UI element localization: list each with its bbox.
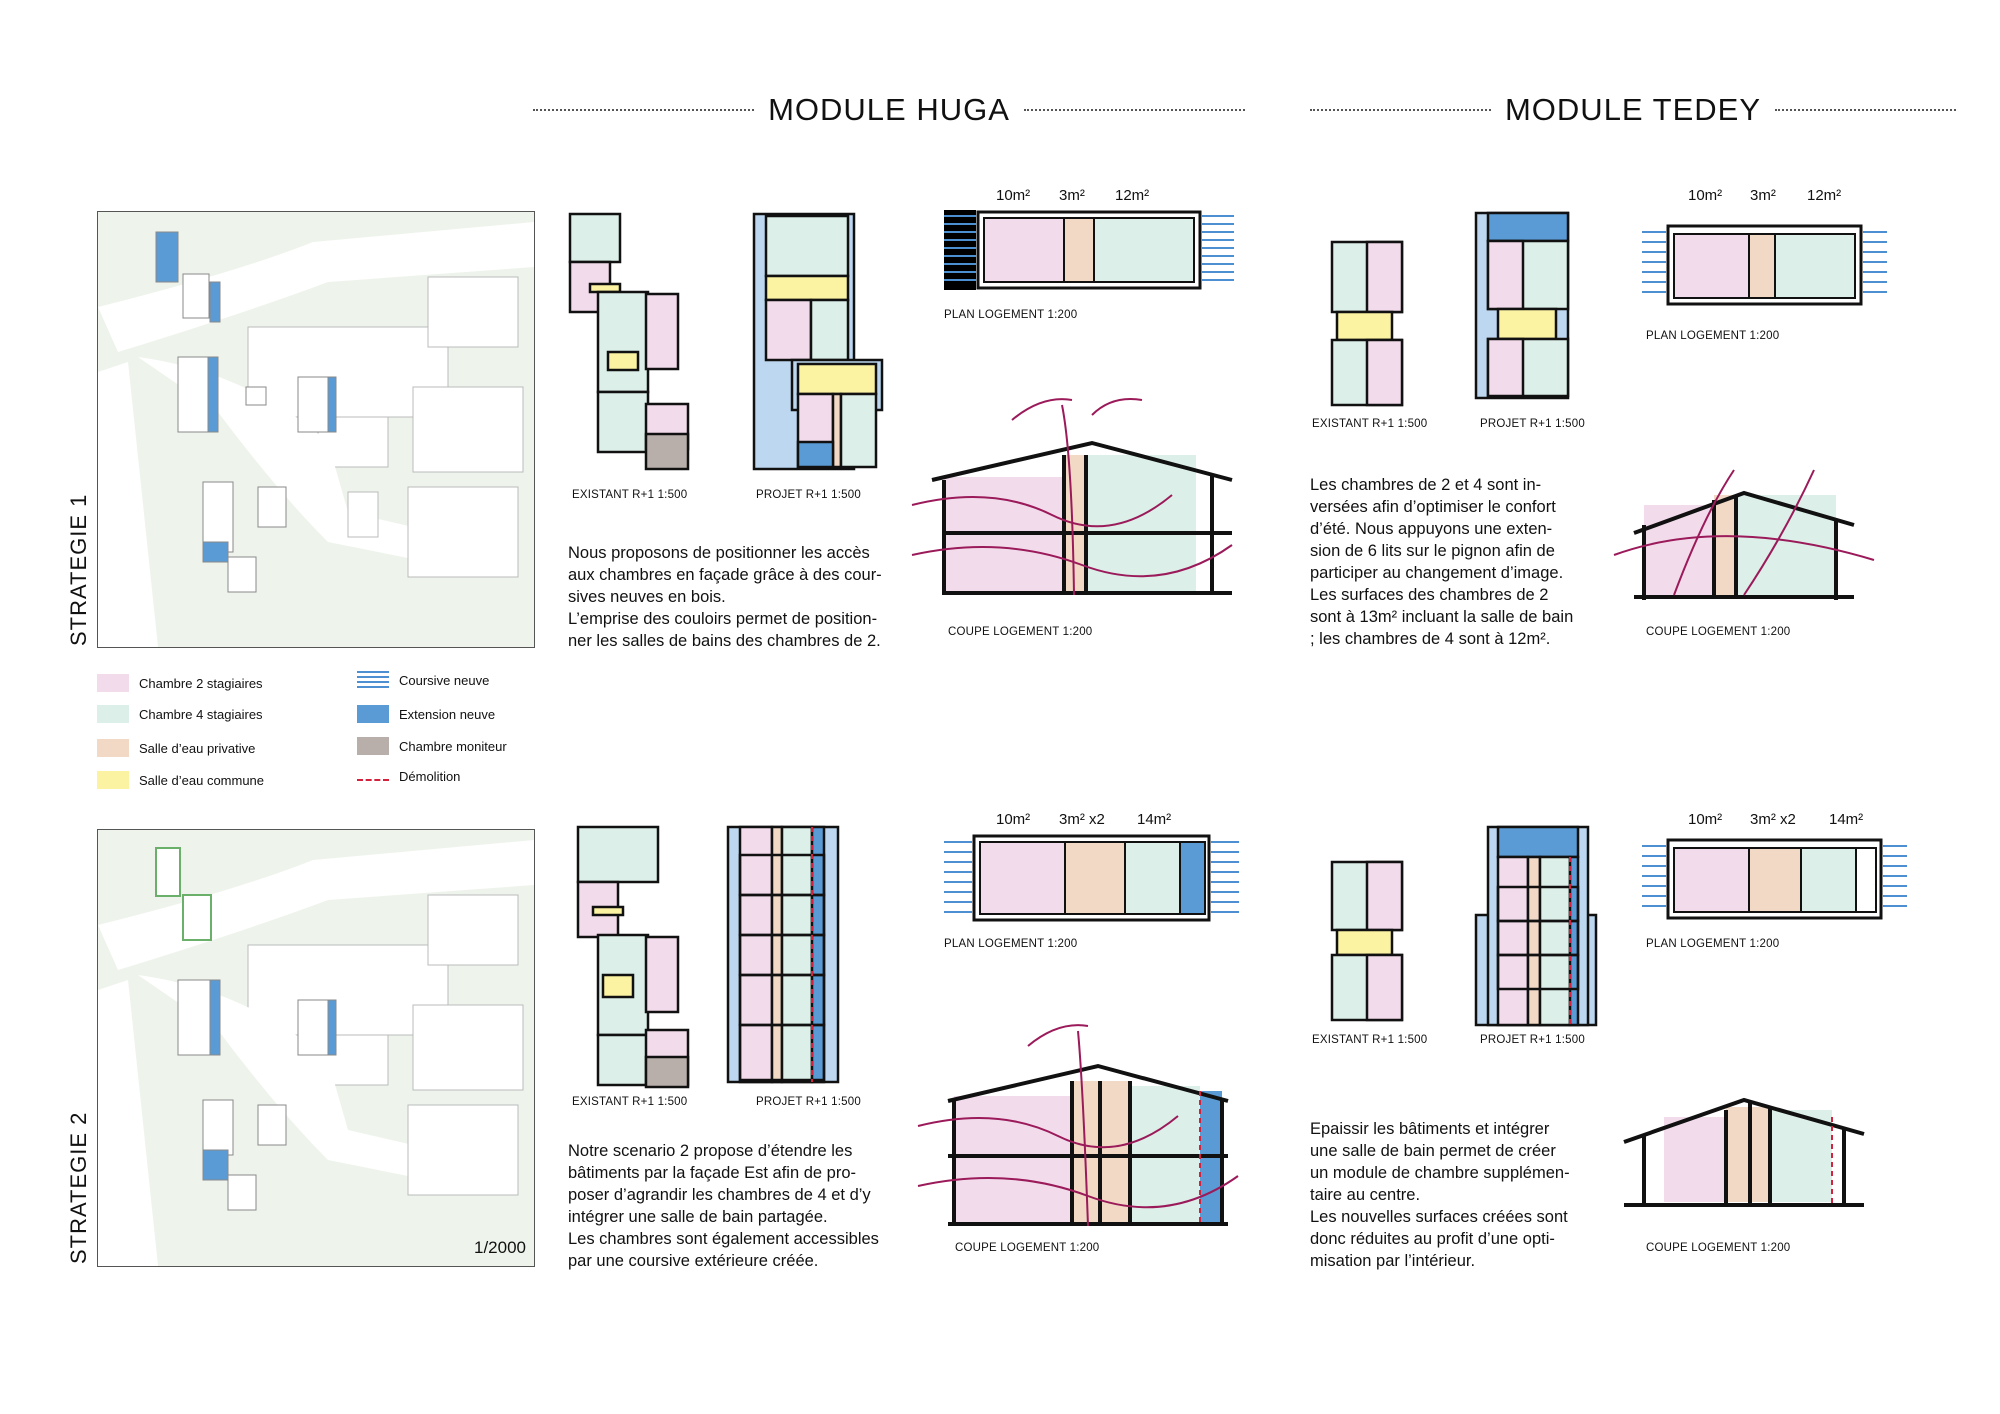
- tedey-s1-projet-label: PROJET R+1 1:500: [1480, 418, 1585, 430]
- tedey-s1-coupe: [1613, 469, 1875, 600]
- legend-swatch: [97, 771, 129, 789]
- legend-label: Chambre 4 stagiaires: [139, 706, 263, 722]
- huga-s2-projet-label: PROJET R+1 1:500: [756, 1096, 861, 1108]
- tedey-s1-plan-label: PLAN LOGEMENT 1:200: [1646, 330, 1780, 342]
- huga-s2-projet-plan: [726, 825, 840, 1084]
- legend-label: Salle d’eau commune: [139, 772, 265, 788]
- huga-s2-plan-logement: [944, 834, 1239, 922]
- header-dots-left: [1310, 109, 1491, 111]
- huga-s1-description: Nous proposons de positionner les accès …: [568, 544, 882, 650]
- tedey-s1-existant-plan: [1330, 240, 1404, 407]
- huga-s1-plan-label: PLAN LOGEMENT 1:200: [944, 309, 1078, 321]
- tedey-s2-coupe-label: COUPE LOGEMENT 1:200: [1646, 1242, 1791, 1254]
- tedey-s2-existant-label: EXISTANT R+1 1:500: [1312, 1034, 1428, 1046]
- legend-item-demolition: Démolition: [357, 769, 460, 784]
- tedey-s2-coupe: [1623, 1097, 1865, 1207]
- strategy-2-label: STRATEGIE 2: [66, 1111, 91, 1264]
- legend-item-extension: Extension neuve: [357, 705, 495, 723]
- huga-s2-plan-label: PLAN LOGEMENT 1:200: [944, 938, 1078, 950]
- strategy-1-label: STRATEGIE 1: [66, 493, 91, 646]
- tedey-s2-area-2: 3m² x2: [1750, 811, 1796, 828]
- legend-item-coursive: Coursive neuve: [357, 671, 489, 689]
- legend-label: Chambre 2 stagiaires: [139, 675, 263, 691]
- site-plan-strategy-1: [97, 211, 535, 648]
- huga-s2-existant-plan: [576, 825, 690, 1089]
- tedey-s1-existant-label: EXISTANT R+1 1:500: [1312, 418, 1428, 430]
- huga-s1-coupe-label: COUPE LOGEMENT 1:200: [948, 626, 1093, 638]
- site-plan-strategy-2: 1/2000: [97, 829, 535, 1267]
- header-dots-right: [1023, 109, 1245, 111]
- legend-label: Salle d’eau privative: [139, 740, 256, 756]
- header-title-tedey: MODULE TEDEY: [1504, 92, 1762, 127]
- huga-s2-coupe: [917, 1024, 1239, 1227]
- legend-label: Chambre moniteur: [399, 738, 507, 754]
- tedey-s1-area-1: 10m²: [1688, 187, 1723, 204]
- legend-swatch: [357, 737, 389, 755]
- legend-label: Extension neuve: [399, 706, 496, 722]
- header-dots-right: [1775, 109, 1957, 111]
- header-module-tedey: MODULE TEDEY: [1310, 92, 1957, 128]
- tedey-s1-projet-plan: [1474, 211, 1570, 400]
- huga-s2-area-3: 14m²: [1137, 811, 1172, 828]
- site-plan-drawing: [98, 840, 534, 1266]
- legend-swatch: [97, 739, 129, 757]
- huga-s1-area-3: 12m²: [1115, 187, 1150, 204]
- site-scale-label: 1/2000: [474, 1238, 526, 1257]
- tedey-s2-projet-plan: [1474, 825, 1598, 1027]
- header-dots-left: [533, 109, 755, 111]
- header-title-huga: MODULE HUGA: [768, 92, 1010, 127]
- tedey-s2-existant-plan: [1330, 860, 1404, 1022]
- legend-swatch-dash: [357, 778, 389, 781]
- tedey-s1-plan-logement: [1642, 224, 1887, 306]
- legend-item-chambre-4: Chambre 4 stagiaires: [97, 705, 263, 723]
- huga-s1-existant-label: EXISTANT R+1 1:500: [572, 489, 688, 501]
- legend-item-chambre-2: Chambre 2 stagiaires: [97, 674, 263, 692]
- legend-swatch-stripes: [357, 671, 389, 689]
- tedey-s2-description: Epaissir les bâtiments et intégrer une s…: [1310, 1120, 1570, 1270]
- legend-swatch: [357, 705, 389, 723]
- huga-s2-description: Notre scenario 2 propose d’étendre les b…: [568, 1142, 879, 1270]
- huga-s1-area-2: 3m²: [1059, 187, 1085, 204]
- legend-label: Démolition: [399, 769, 461, 784]
- huga-s1-existant-plan: [568, 212, 690, 471]
- huga-s1-plan-logement: [944, 210, 1234, 290]
- huga-s2-existant-label: EXISTANT R+1 1:500: [572, 1096, 688, 1108]
- tedey-s2-area-1: 10m²: [1688, 811, 1723, 828]
- tedey-s1-area-3: 12m²: [1807, 187, 1842, 204]
- legend-item-salle-commune: Salle d’eau commune: [97, 771, 264, 789]
- legend-item-moniteur: Chambre moniteur: [357, 737, 507, 755]
- huga-s2-area-2: 3m² x2: [1059, 811, 1105, 828]
- huga-s1-coupe: [911, 398, 1233, 596]
- tedey-s1-area-2: 3m²: [1750, 187, 1776, 204]
- huga-s1-projet-label: PROJET R+1 1:500: [756, 489, 861, 501]
- tedey-s2-plan-label: PLAN LOGEMENT 1:200: [1646, 938, 1780, 950]
- site-plan-drawing: [98, 222, 534, 647]
- legend-swatch: [97, 705, 129, 723]
- legend-item-salle-privative: Salle d’eau privative: [97, 739, 255, 757]
- legend-label: Coursive neuve: [399, 672, 490, 688]
- huga-s2-area-1: 10m²: [996, 811, 1031, 828]
- huga-s2-coupe-label: COUPE LOGEMENT 1:200: [955, 1242, 1100, 1254]
- tedey-s2-area-3: 14m²: [1829, 811, 1864, 828]
- huga-s1-projet-plan: [752, 212, 884, 471]
- huga-s1-area-1: 10m²: [996, 187, 1031, 204]
- tedey-s2-plan-logement: [1642, 838, 1907, 920]
- legend-swatch: [97, 674, 129, 692]
- tedey-s1-coupe-label: COUPE LOGEMENT 1:200: [1646, 626, 1791, 638]
- tedey-s2-projet-label: PROJET R+1 1:500: [1480, 1034, 1585, 1046]
- tedey-s1-description: Les chambres de 2 et 4 sont in- versées …: [1310, 476, 1574, 648]
- header-module-huga: MODULE HUGA: [533, 92, 1245, 128]
